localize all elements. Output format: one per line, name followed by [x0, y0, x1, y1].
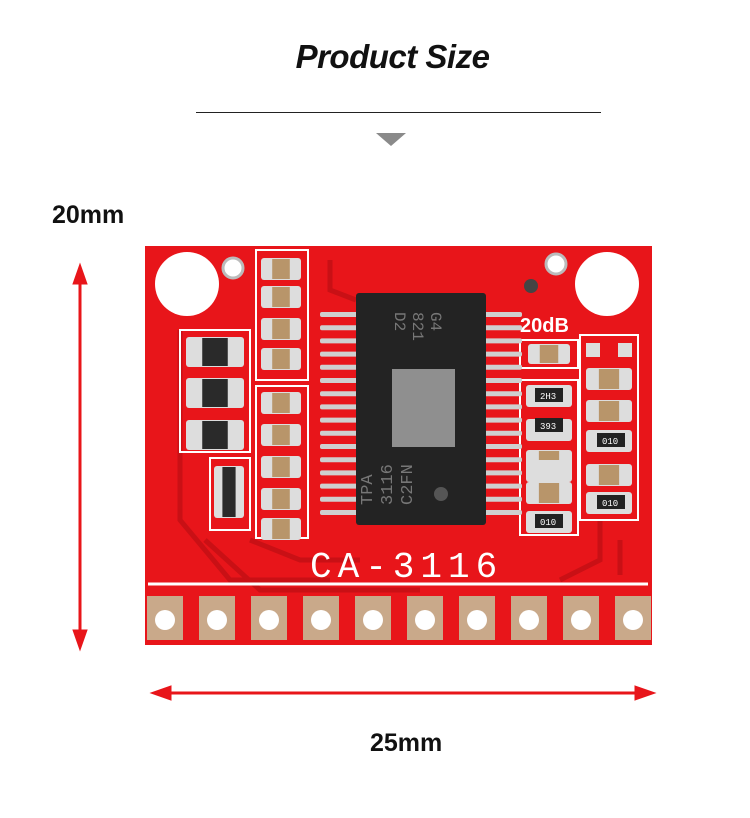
smd-component: [261, 286, 301, 308]
height-label: 20mm: [52, 201, 125, 229]
chip-pin: [320, 391, 358, 397]
smd-component: [586, 368, 632, 390]
width-arrow: [149, 685, 657, 701]
chip-pin: [320, 351, 358, 357]
chip-pin: [484, 364, 522, 370]
smd-component: [186, 378, 244, 408]
chip-pin: [484, 404, 522, 410]
gain-silkscreen: 20dB: [520, 315, 569, 337]
chip-pin: [320, 312, 358, 317]
chip-marking-3: C2FN: [399, 464, 418, 505]
chip-pin: [320, 404, 358, 410]
chip-pin: [484, 470, 522, 476]
smd-component: [261, 258, 301, 280]
smd-component: [261, 456, 301, 478]
mount-hole: [575, 252, 639, 316]
chip-pin: [320, 430, 358, 436]
chip-marking-1: TPA: [359, 474, 378, 505]
chip-pin: [484, 510, 522, 515]
chip-marking-6: G4: [426, 312, 444, 331]
width-label: 25mm: [370, 729, 443, 757]
smd-component: [186, 337, 244, 367]
title-divider: [196, 112, 601, 113]
chip-pin: [484, 430, 522, 436]
smd-component: [586, 400, 632, 422]
smd-component: [528, 344, 570, 364]
height-arrow: [72, 262, 88, 652]
smd-component: [214, 466, 244, 518]
chip-pin: [484, 351, 522, 357]
chip-pin: [484, 325, 522, 331]
chip-pin: [320, 483, 358, 489]
down-triangle-icon: [376, 133, 406, 146]
smd-component: [526, 460, 572, 482]
chip-pin: [320, 325, 358, 331]
pcb-board: CA-3116 20dB TPA 3116 C2FN D2: [145, 246, 652, 645]
chip-pin: [484, 483, 522, 489]
chip-marking-4: D2: [390, 312, 408, 331]
smd-component: [261, 318, 301, 340]
resistor-code: 010: [602, 437, 618, 447]
chip-marking-2: 3116: [379, 464, 398, 505]
amplifier-chip: TPA 3116 C2FN D2 821 G4: [356, 293, 486, 525]
smd-component: [261, 488, 301, 510]
smd-component: [261, 348, 301, 370]
chip-pin: [320, 444, 358, 449]
chip-pin: [320, 417, 358, 423]
chip-marking-5: 821: [408, 312, 426, 341]
chip-pin: [484, 496, 522, 502]
smd-component: [261, 518, 301, 540]
chip-pin: [320, 496, 358, 502]
smd-component: [261, 392, 301, 414]
model-silkscreen: CA-3116: [310, 547, 503, 588]
chip-pin: [320, 510, 358, 515]
chip-pin: [484, 444, 522, 449]
smd-component: [186, 420, 244, 450]
chip-pin: [320, 364, 358, 370]
resistor-code: 010: [602, 499, 618, 509]
smd-component: [261, 424, 301, 446]
chip-pin: [484, 312, 522, 317]
chip-pin: [484, 417, 522, 423]
smd-component: [586, 464, 632, 486]
chip-pin: [320, 457, 358, 463]
chip-pin: [320, 338, 358, 344]
resistor-code: 010: [540, 518, 556, 528]
mount-hole: [155, 252, 219, 316]
chip-pin: [484, 457, 522, 463]
resistor-code: 393: [540, 422, 556, 432]
chip-pin: [320, 378, 358, 383]
chip-pin: [484, 378, 522, 383]
chip-pin: [484, 338, 522, 344]
chip-pin: [484, 391, 522, 397]
page-title: Product Size: [295, 38, 490, 75]
smd-component: [526, 482, 572, 504]
chip-pin: [320, 470, 358, 476]
resistor-code: 2H3: [540, 392, 556, 402]
